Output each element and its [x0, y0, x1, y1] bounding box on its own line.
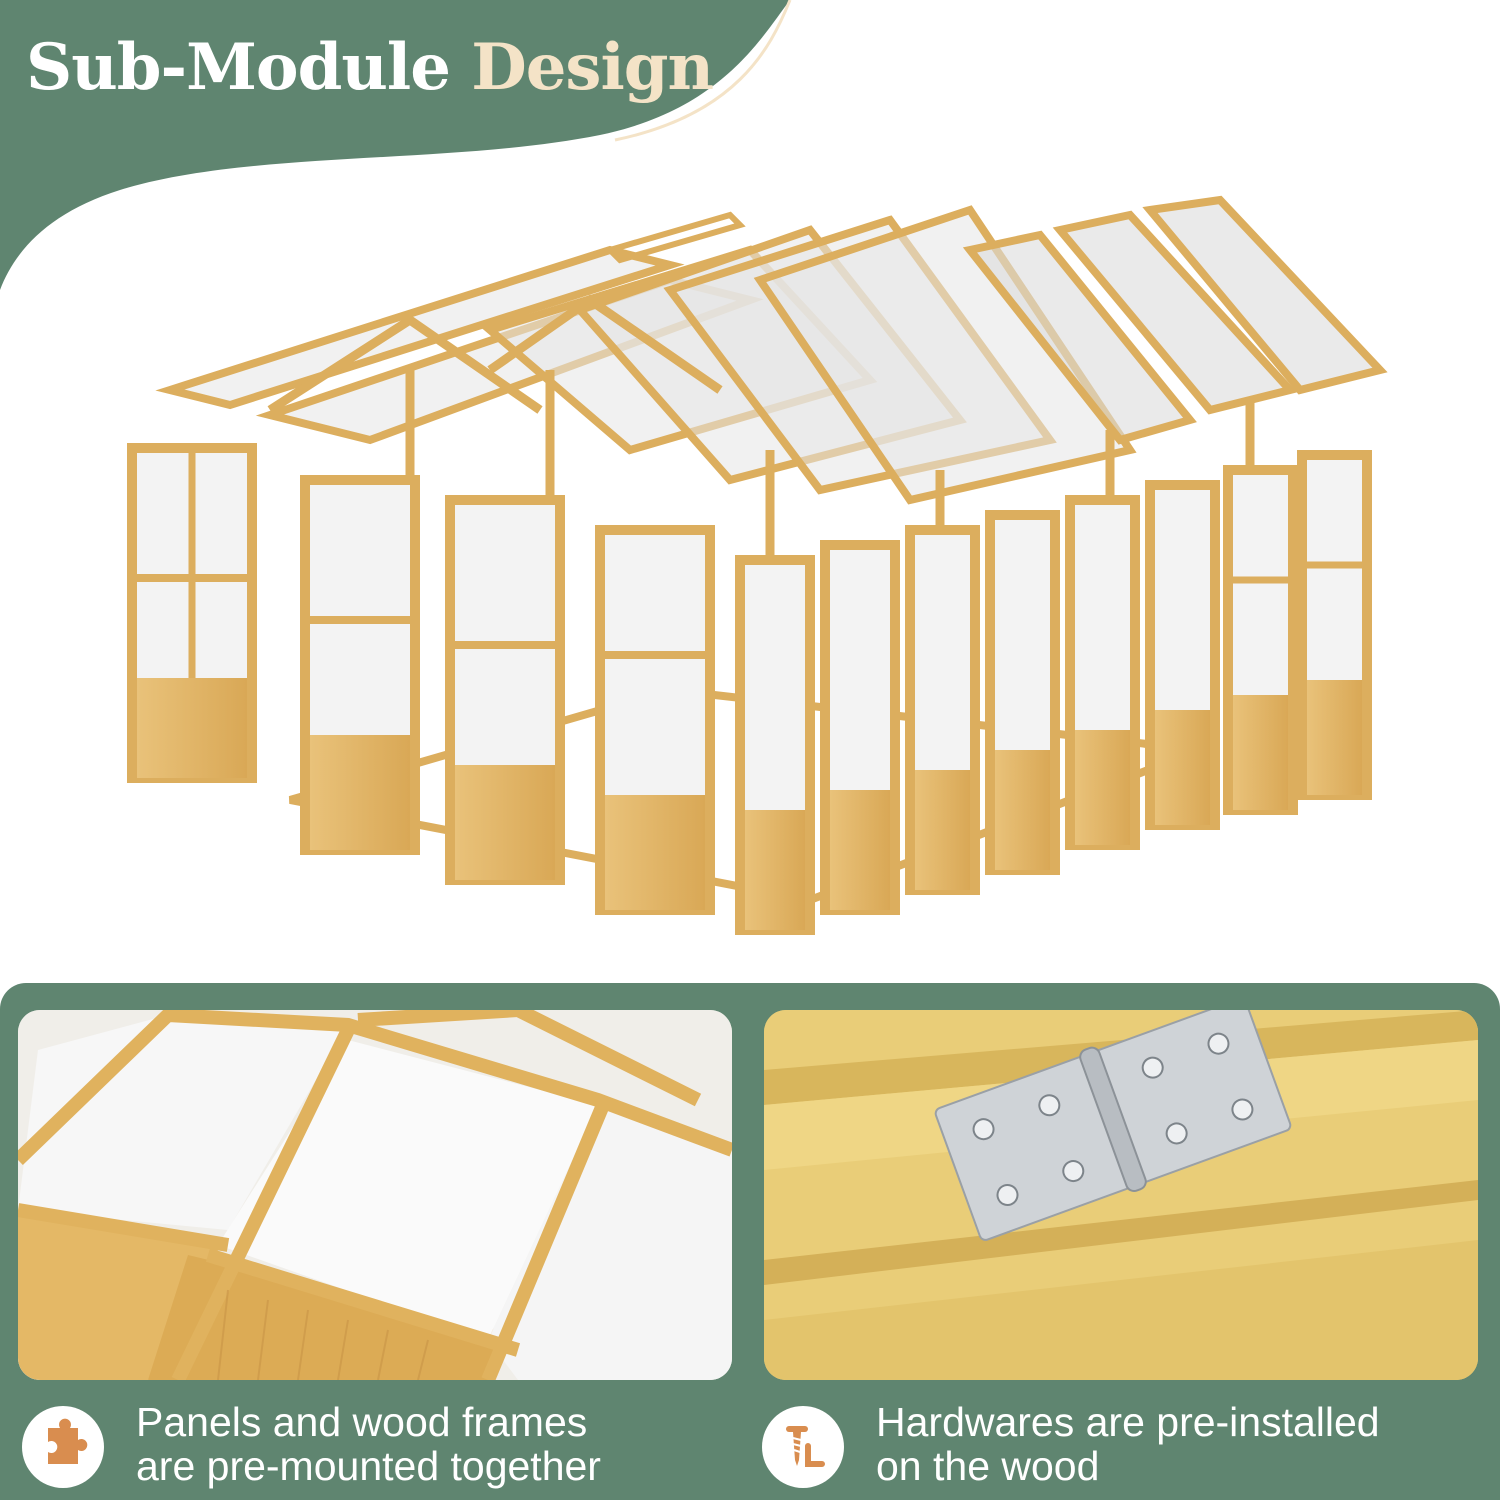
page-title: Sub-Module Design [26, 30, 714, 105]
feature-line-1: Panels and wood frames [136, 1399, 588, 1445]
header-banner [0, 0, 792, 290]
puzzle-icon [22, 1406, 104, 1488]
feature-line-2: are pre-mounted together [136, 1443, 601, 1489]
title-part-1: Sub-Module [26, 30, 451, 105]
feature-line-2: on the wood [876, 1443, 1100, 1489]
feature-line-1: Hardwares are pre-installed [876, 1399, 1380, 1445]
panel-frame-closeup-photo [18, 1010, 732, 1380]
feature-pre-installed-text: Hardwares are pre-installed on the wood [876, 1400, 1380, 1488]
feature-pre-installed: Hardwares are pre-installed on the wood [762, 1398, 1482, 1498]
feature-pre-mounted: Panels and wood frames are pre-mounted t… [22, 1398, 742, 1498]
title-part-2: Design [471, 30, 714, 105]
feature-pre-mounted-text: Panels and wood frames are pre-mounted t… [136, 1400, 601, 1488]
hinge-closeup-photo [764, 1010, 1478, 1380]
greenhouse-exploded-illustration [127, 195, 1388, 935]
screw-wrench-icon [762, 1406, 844, 1488]
